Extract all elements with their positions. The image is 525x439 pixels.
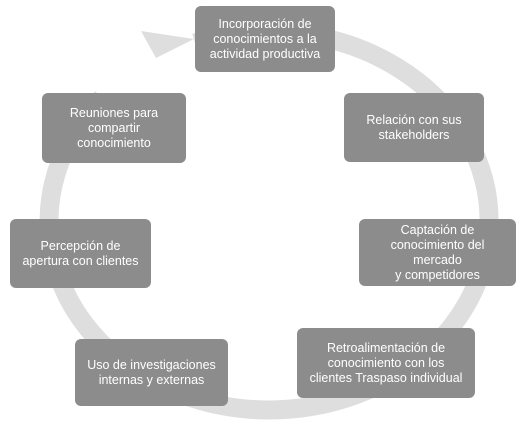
node-reuniones-compartir: Reuniones para compartir conocimiento (42, 93, 186, 163)
node-incorporacion-conocimientos: Incorporación de conocimientos a la acti… (195, 6, 335, 72)
node-relacion-stakeholders: Relación con sus stakeholders (344, 93, 484, 162)
node-percepcion-apertura: Percepción de apertura con clientes (10, 219, 151, 288)
node-uso-investigaciones: Uso de investigaciones internas y extern… (75, 339, 228, 406)
cycle-arrowhead (141, 31, 194, 58)
node-captacion-conocimiento: Captación de conocimiento del mercado y … (359, 219, 516, 286)
node-retroalimentacion-conocimiento: Retroalimentación de conocimiento con lo… (297, 328, 475, 398)
